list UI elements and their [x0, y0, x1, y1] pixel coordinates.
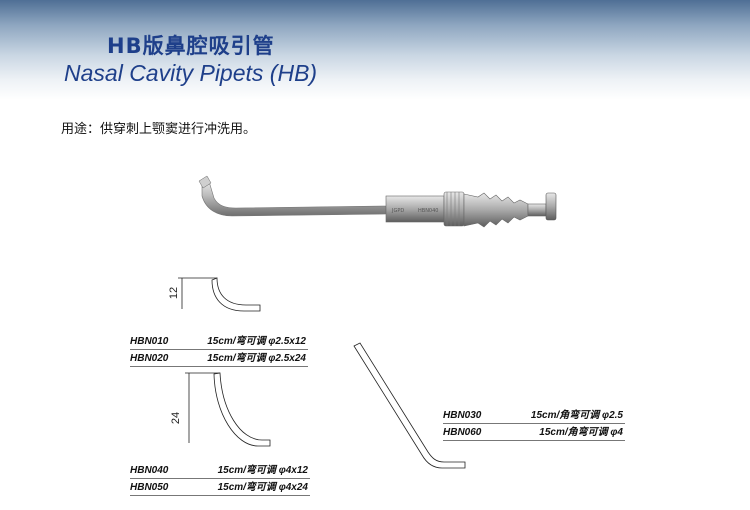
row-divider — [130, 349, 308, 350]
product-spec: 15cm/弯可调 φ4x12 — [217, 465, 308, 476]
product-spec: 15cm/弯可调 φ4x24 — [217, 482, 308, 493]
row-divider — [130, 478, 310, 479]
brand-mark: JGPD — [391, 208, 404, 214]
row-divider — [130, 366, 308, 367]
usage-description: 用途：供穿刺上颚窦进行冲洗用。 — [61, 122, 257, 137]
product-code: HBN030 — [443, 410, 482, 421]
stem — [527, 203, 547, 217]
ribbed-grip — [463, 192, 529, 228]
small-curve-diagram — [178, 277, 261, 312]
large-curve-diagram — [185, 372, 271, 447]
product-code: HBN040 — [130, 465, 169, 476]
row-divider — [443, 423, 625, 424]
table-row: HBN050 15cm/弯可调 φ4x24 — [130, 480, 310, 496]
page-title-english: Nasal Cavity Pipets (HB) — [64, 60, 318, 86]
product-spec: 15cm/角弯可调 φ4 — [539, 427, 623, 438]
large-curve-dimension: 24 — [170, 411, 183, 425]
table-row: HBN010 15cm/弯可调 φ2.5x12 — [130, 334, 308, 350]
product-code: HBN020 — [130, 353, 169, 364]
engraving: HBN040 — [418, 208, 438, 214]
product-spec: 15cm/角弯可调 φ2.5 — [530, 410, 623, 421]
product-code: HBN010 — [130, 336, 169, 347]
table-row: HBN040 15cm/弯可调 φ4x12 — [130, 463, 310, 479]
small-curve-dimension: 12 — [168, 286, 181, 300]
product-code: HBN060 — [443, 427, 482, 438]
product-code: HBN050 — [130, 482, 169, 493]
tip — [198, 175, 212, 189]
row-divider — [443, 440, 625, 441]
table-row: HBN060 15cm/角弯可调 φ4 — [443, 425, 625, 441]
product-spec: 15cm/弯可调 φ2.5x24 — [207, 353, 306, 364]
table-row: HBN030 15cm/角弯可调 φ2.5 — [443, 408, 625, 424]
page-title-chinese: HB版鼻腔吸引管 — [107, 34, 275, 58]
angled-curve-diagram — [353, 342, 466, 469]
product-spec: 15cm/弯可调 φ2.5x12 — [207, 336, 306, 347]
handle-body — [385, 195, 445, 223]
tube — [201, 177, 387, 217]
table-row: HBN020 15cm/弯可调 φ2.5x24 — [130, 351, 308, 367]
header-band — [0, 0, 750, 100]
knurl-lines — [446, 192, 460, 226]
row-divider — [130, 495, 310, 496]
thumb-wheel — [545, 192, 557, 221]
